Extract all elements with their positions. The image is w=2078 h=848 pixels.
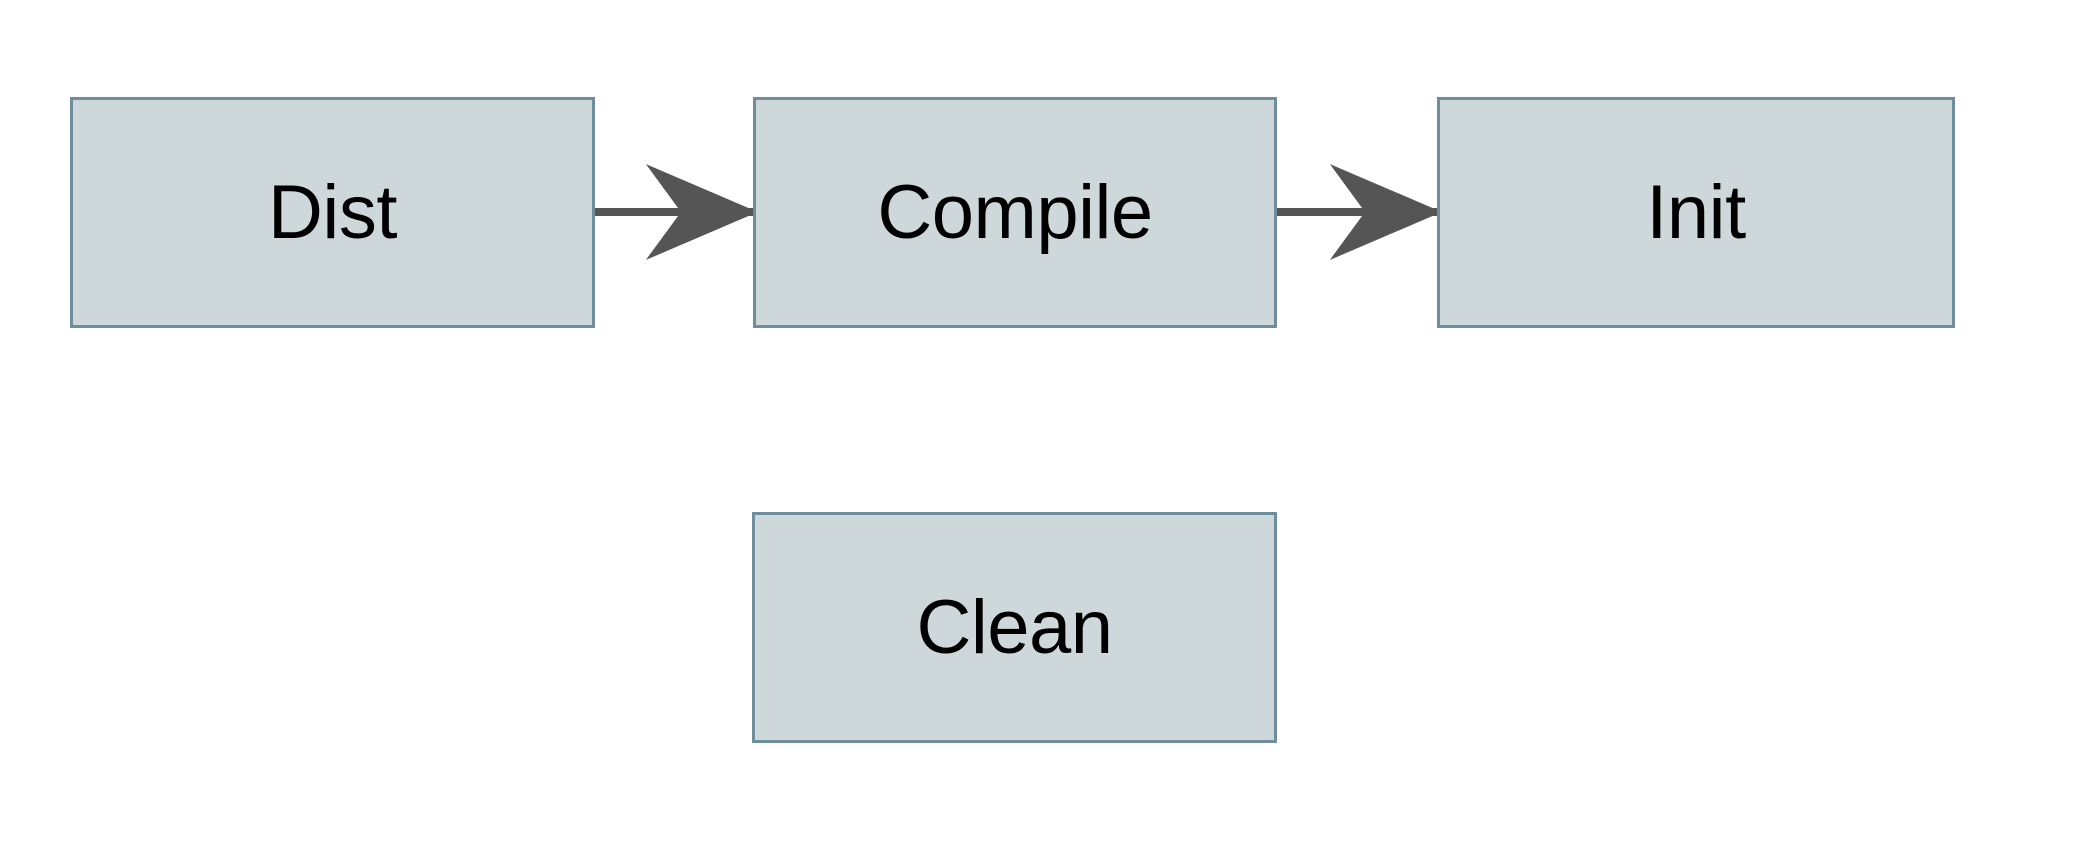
node-dist-label: Dist	[268, 169, 397, 255]
node-init[interactable]: Init	[1437, 97, 1955, 328]
edge-hitbox-compile-to-init[interactable]	[1277, 190, 1437, 234]
node-clean-label: Clean	[916, 584, 1113, 670]
node-init-label: Init	[1646, 169, 1746, 255]
node-clean[interactable]: Clean	[752, 512, 1277, 743]
edge-hitbox-dist-to-compile[interactable]	[595, 190, 753, 234]
node-compile[interactable]: Compile	[753, 97, 1277, 328]
node-dist[interactable]: Dist	[70, 97, 595, 328]
node-compile-label: Compile	[877, 169, 1153, 255]
